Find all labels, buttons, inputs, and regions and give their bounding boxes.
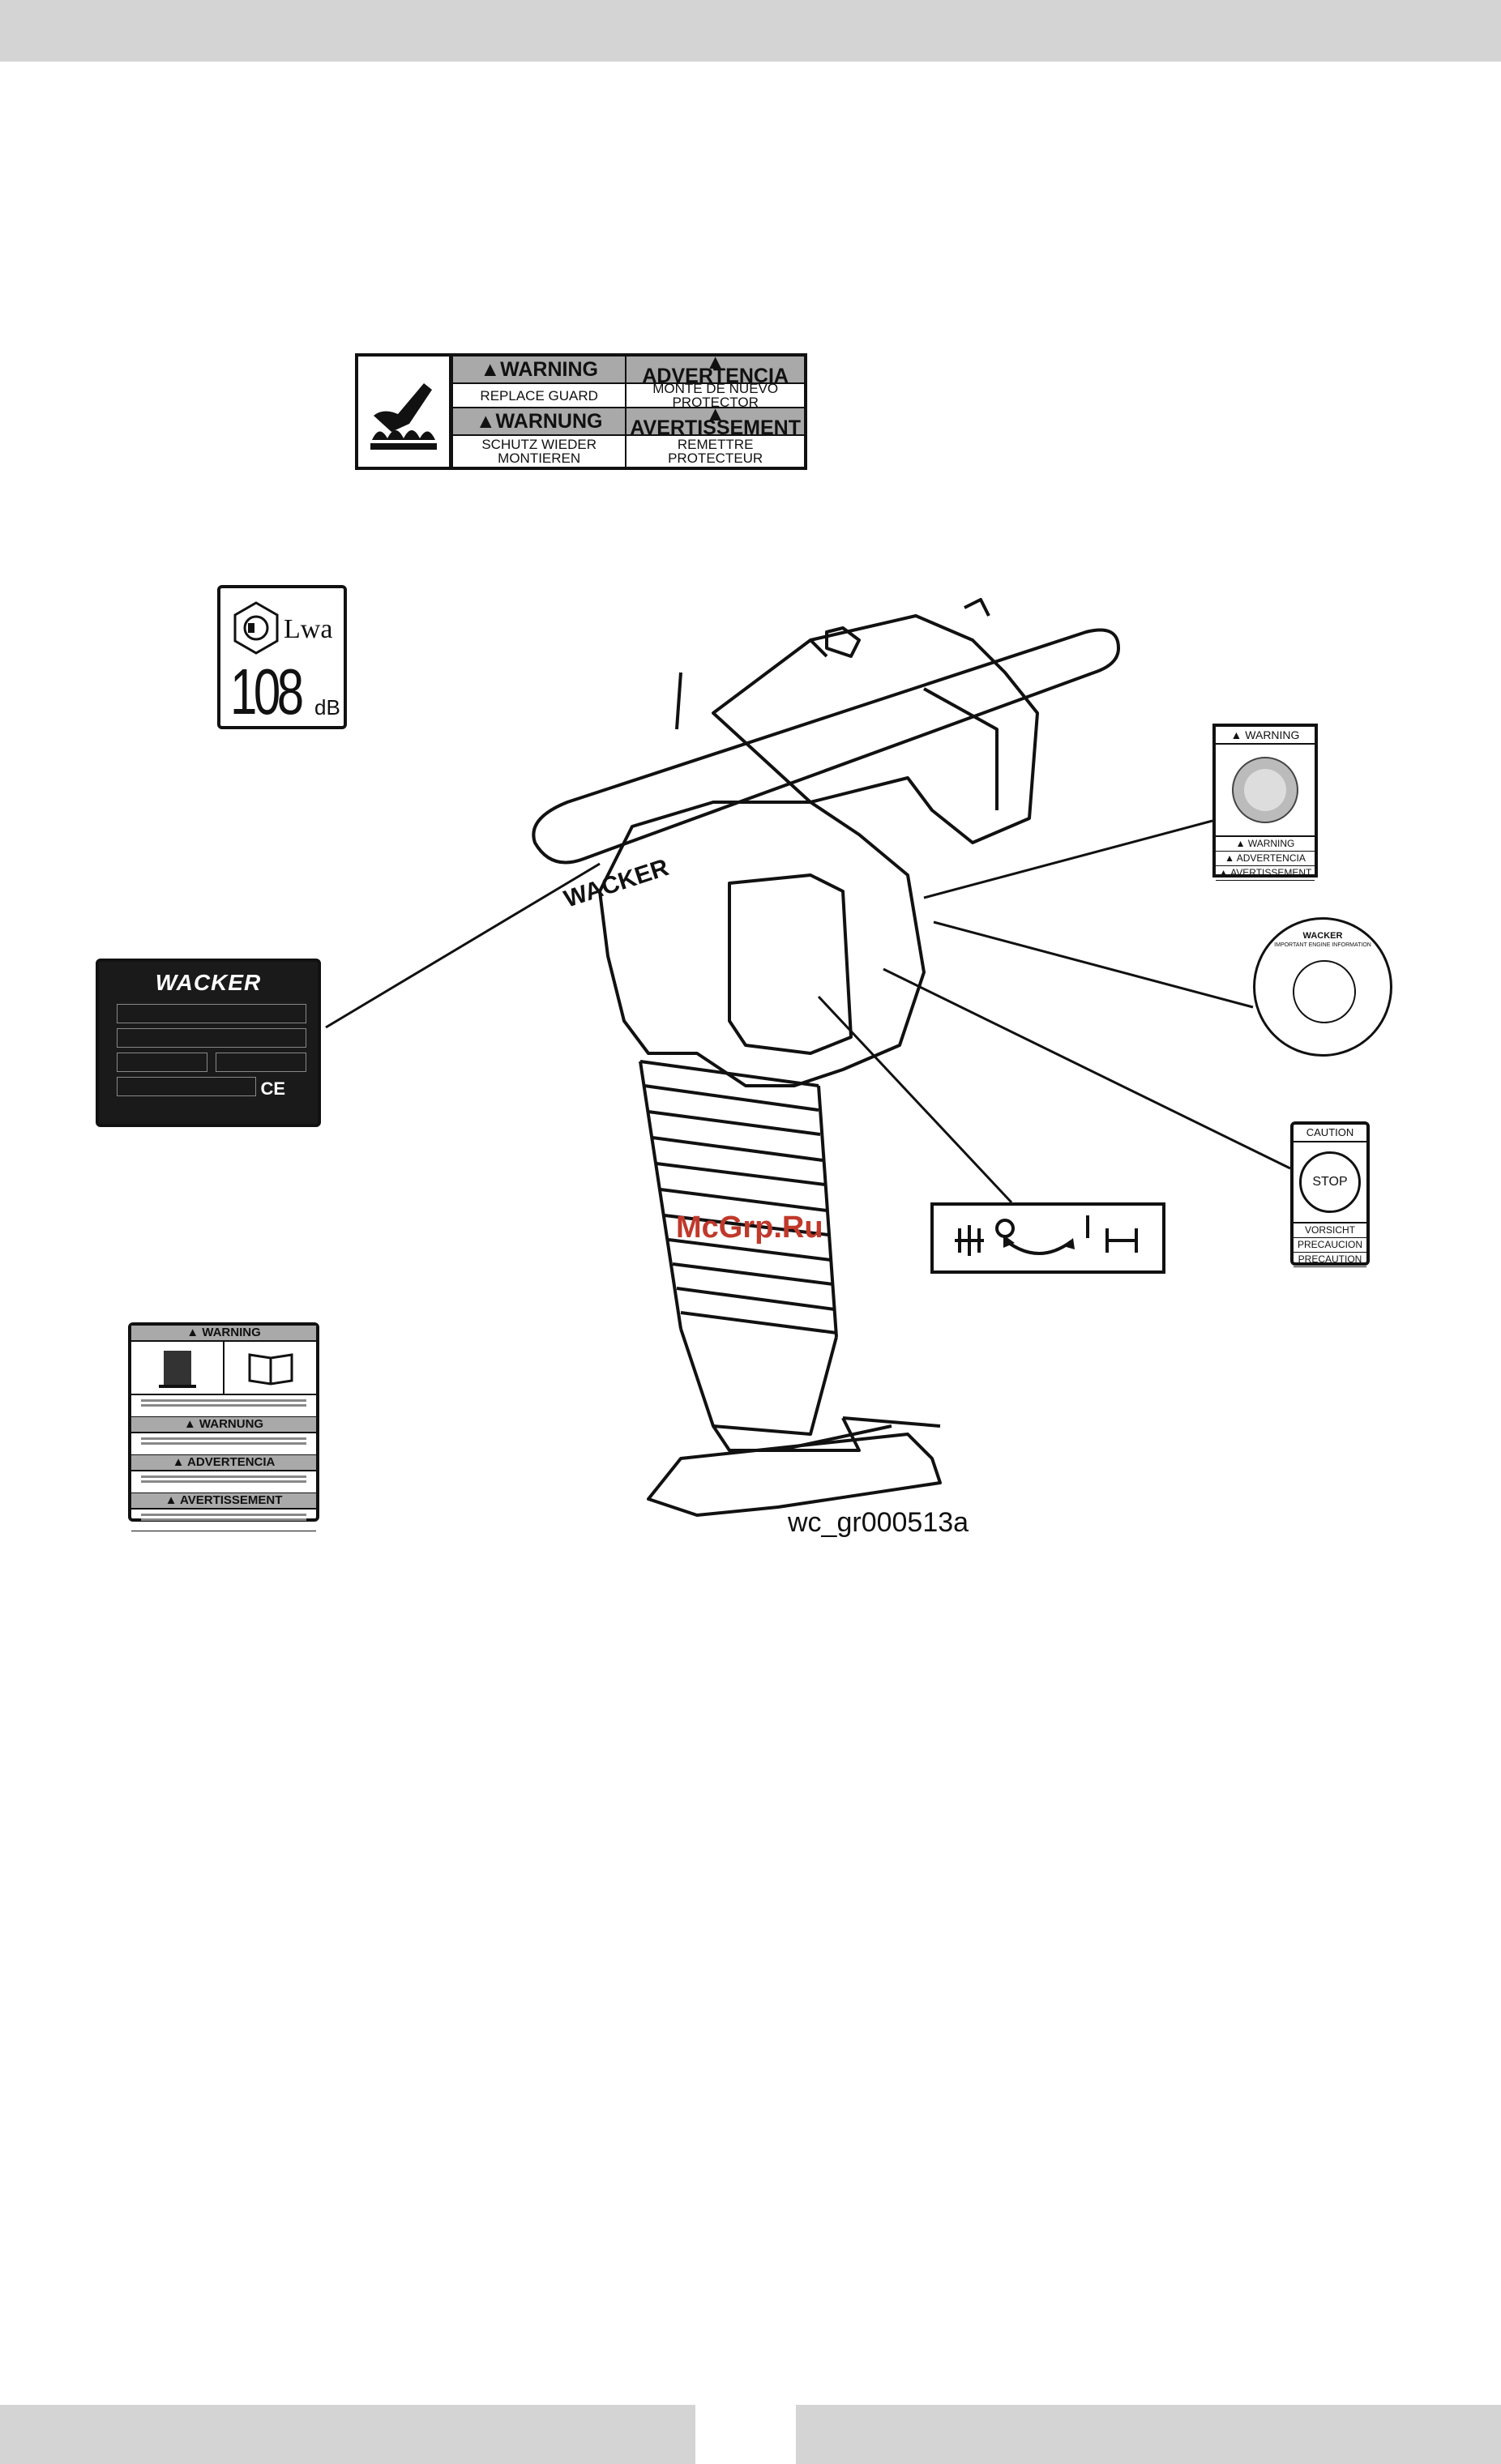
advertencia-header: ▲ ADVERTENCIA [131, 1455, 316, 1471]
date-field [117, 1077, 256, 1096]
figure-id: wc_gr000513a [788, 1507, 969, 1538]
hand-hazard-icon [358, 357, 451, 467]
precaucion-row: PRECAUCION [1294, 1238, 1366, 1253]
model-field [117, 1004, 306, 1023]
rating-field [117, 1053, 207, 1072]
warnung-header: ▲WARNUNG [451, 408, 626, 436]
warning-header: ▲ WARNING [131, 1326, 316, 1342]
sound-power-decal: Lwa 108 dB [217, 585, 347, 729]
nameplate-brand: WACKER [155, 970, 262, 995]
advertencia-header: ▲ ADVERTENCIA [625, 352, 804, 386]
warning-title: ▲ WARNING [1216, 727, 1315, 745]
hot-surface-warning-decal: ▲ WARNING ▲ WARNING ▲ ADVERTENCIA ▲ AVER… [1212, 724, 1318, 881]
replace-guard-warning-decal: ▲WARNING ▲ ADVERTENCIA REPLACE GUARD MON… [355, 352, 807, 470]
warning-row: ▲ WARNING [1216, 837, 1315, 852]
avertissement-header: ▲ AVERTISSEMENT [625, 404, 804, 438]
ce-mark: CE [260, 1078, 285, 1099]
item-number-field [117, 1028, 306, 1048]
hazard-seal-icon [1216, 745, 1315, 837]
remettre-text: REMETTRE PROTECTEUR [625, 436, 804, 468]
ear-protection-icon [233, 601, 279, 655]
weight-field [216, 1053, 306, 1072]
monte-text: MONTE DE NUEVO PROTECTOR [625, 382, 804, 409]
operation-warning-decal: ▲ WARNING ▲ WARNUNG ▲ ADVERTENCIA ▲ AVER… [128, 1322, 319, 1531]
emission-title: IMPORTANT ENGINE INFORMATION [1274, 942, 1371, 948]
header-band [0, 0, 1501, 62]
avertissement-row: ▲ AVERTISSEMENT [1216, 866, 1315, 881]
machine-hazard-icon [131, 1342, 223, 1394]
watermark: McGrp.Ru [676, 1211, 823, 1245]
warnung-header: ▲ WARNUNG [131, 1417, 316, 1433]
emission-brand: WACKER [1302, 931, 1343, 941]
emission-center-ring [1293, 960, 1356, 1023]
read-manual-icon [223, 1342, 316, 1394]
schutz-text: SCHUTZ WIEDER MONTIEREN [451, 436, 626, 468]
serial-nameplate: WACKER CE [96, 959, 321, 1127]
sound-level-unit: dB [314, 695, 340, 720]
stop-icon: STOP [1299, 1151, 1361, 1213]
replace-guard-text: REPLACE GUARD [451, 384, 626, 408]
caution-title: CAUTION [1294, 1125, 1366, 1142]
vorsicht-row: VORSICHT [1294, 1223, 1366, 1238]
throttle-icon [955, 1215, 1138, 1256]
avertissement-header: ▲ AVERTISSEMENT [131, 1493, 316, 1510]
footer-band-left [0, 2405, 695, 2464]
lwa-label: Lwa [284, 614, 333, 644]
engine-emission-decal: WACKER IMPORTANT ENGINE INFORMATION [1253, 917, 1392, 1057]
rammer-brand: WACKER [561, 854, 672, 913]
throttle-decal [930, 1202, 1165, 1274]
precaution-row: PRECAUTION [1294, 1253, 1366, 1267]
caution-stop-decal: CAUTION STOP VORSICHT PRECAUCION PRECAUT… [1290, 1121, 1370, 1267]
sound-level-value: 108 [230, 656, 304, 728]
warning-header: ▲WARNING [451, 357, 626, 384]
footer-band-right [796, 2405, 1501, 2464]
advertencia-row: ▲ ADVERTENCIA [1216, 852, 1315, 866]
